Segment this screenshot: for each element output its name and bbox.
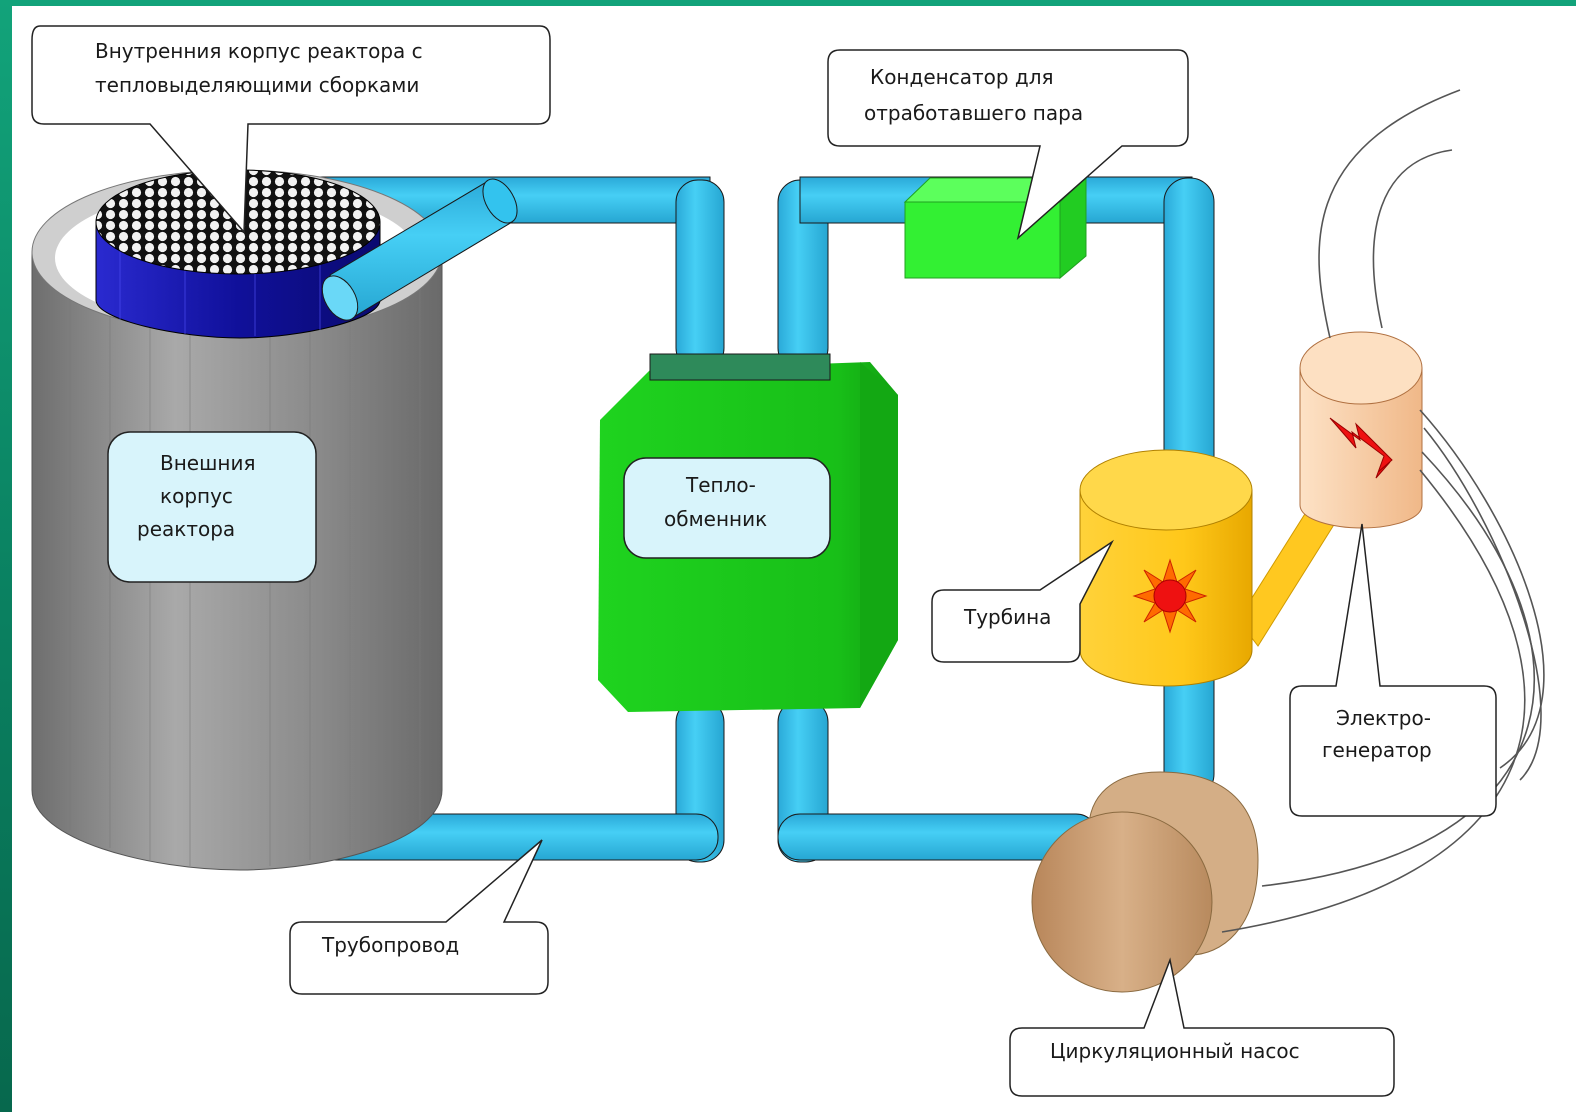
lightning-icon bbox=[1329, 417, 1393, 479]
turbine bbox=[1079, 449, 1341, 687]
info-box-heat-exchanger: Тепло- обменник bbox=[623, 457, 831, 559]
circulation-pump bbox=[1031, 771, 1259, 993]
label-pipeline: Трубопровод bbox=[321, 933, 459, 957]
callout-pipeline: Трубопровод bbox=[289, 839, 549, 995]
heat-exchanger-top-plate bbox=[649, 353, 831, 381]
label-outer-shell-line3: реактора bbox=[137, 517, 235, 541]
label-heat-exchanger-line1: Тепло- bbox=[685, 473, 756, 497]
label-outer-shell-line2: корпус bbox=[160, 484, 233, 508]
label-pump: Циркуляционный насос bbox=[1050, 1039, 1300, 1063]
label-outer-shell-line1: Внешния bbox=[160, 451, 256, 475]
power-wires bbox=[1221, 89, 1545, 933]
label-condenser-line1: Конденсатор для bbox=[870, 65, 1054, 89]
label-heat-exchanger-line2: обменник bbox=[664, 507, 767, 531]
sun-icon bbox=[1132, 558, 1208, 634]
callout-turbine: Турбина bbox=[931, 539, 1114, 663]
callout-condenser: Конденсатор для отработавшего пара bbox=[827, 49, 1189, 241]
label-generator-line1: Электро- bbox=[1336, 706, 1431, 730]
electric-generator bbox=[1299, 331, 1423, 529]
callout-pump: Циркуляционный насос bbox=[1009, 957, 1395, 1097]
pipe-diagonal-core-front bbox=[321, 178, 518, 321]
label-turbine: Турбина bbox=[963, 605, 1051, 629]
info-box-outer-shell: Внешния корпус реактора bbox=[107, 431, 317, 583]
label-generator-line2: генератор bbox=[1322, 738, 1432, 762]
diagram-canvas: Внутренния корпус реактора с тепловыделя… bbox=[12, 6, 1576, 1112]
label-inner-core-line2: тепловыделяющими сборками bbox=[95, 73, 419, 97]
callout-inner-core: Внутренния корпус реактора с тепловыделя… bbox=[31, 25, 551, 234]
callout-generator: Электро- генератор bbox=[1289, 523, 1497, 817]
npp-diagram: Внутренния корпус реактора с тепловыделя… bbox=[31, 25, 1545, 1097]
label-condenser-line2: отработавшего пара bbox=[864, 101, 1083, 125]
label-inner-core-line1: Внутренния корпус реактора с bbox=[95, 39, 423, 63]
pipe-hx-left-up bbox=[675, 179, 725, 371]
